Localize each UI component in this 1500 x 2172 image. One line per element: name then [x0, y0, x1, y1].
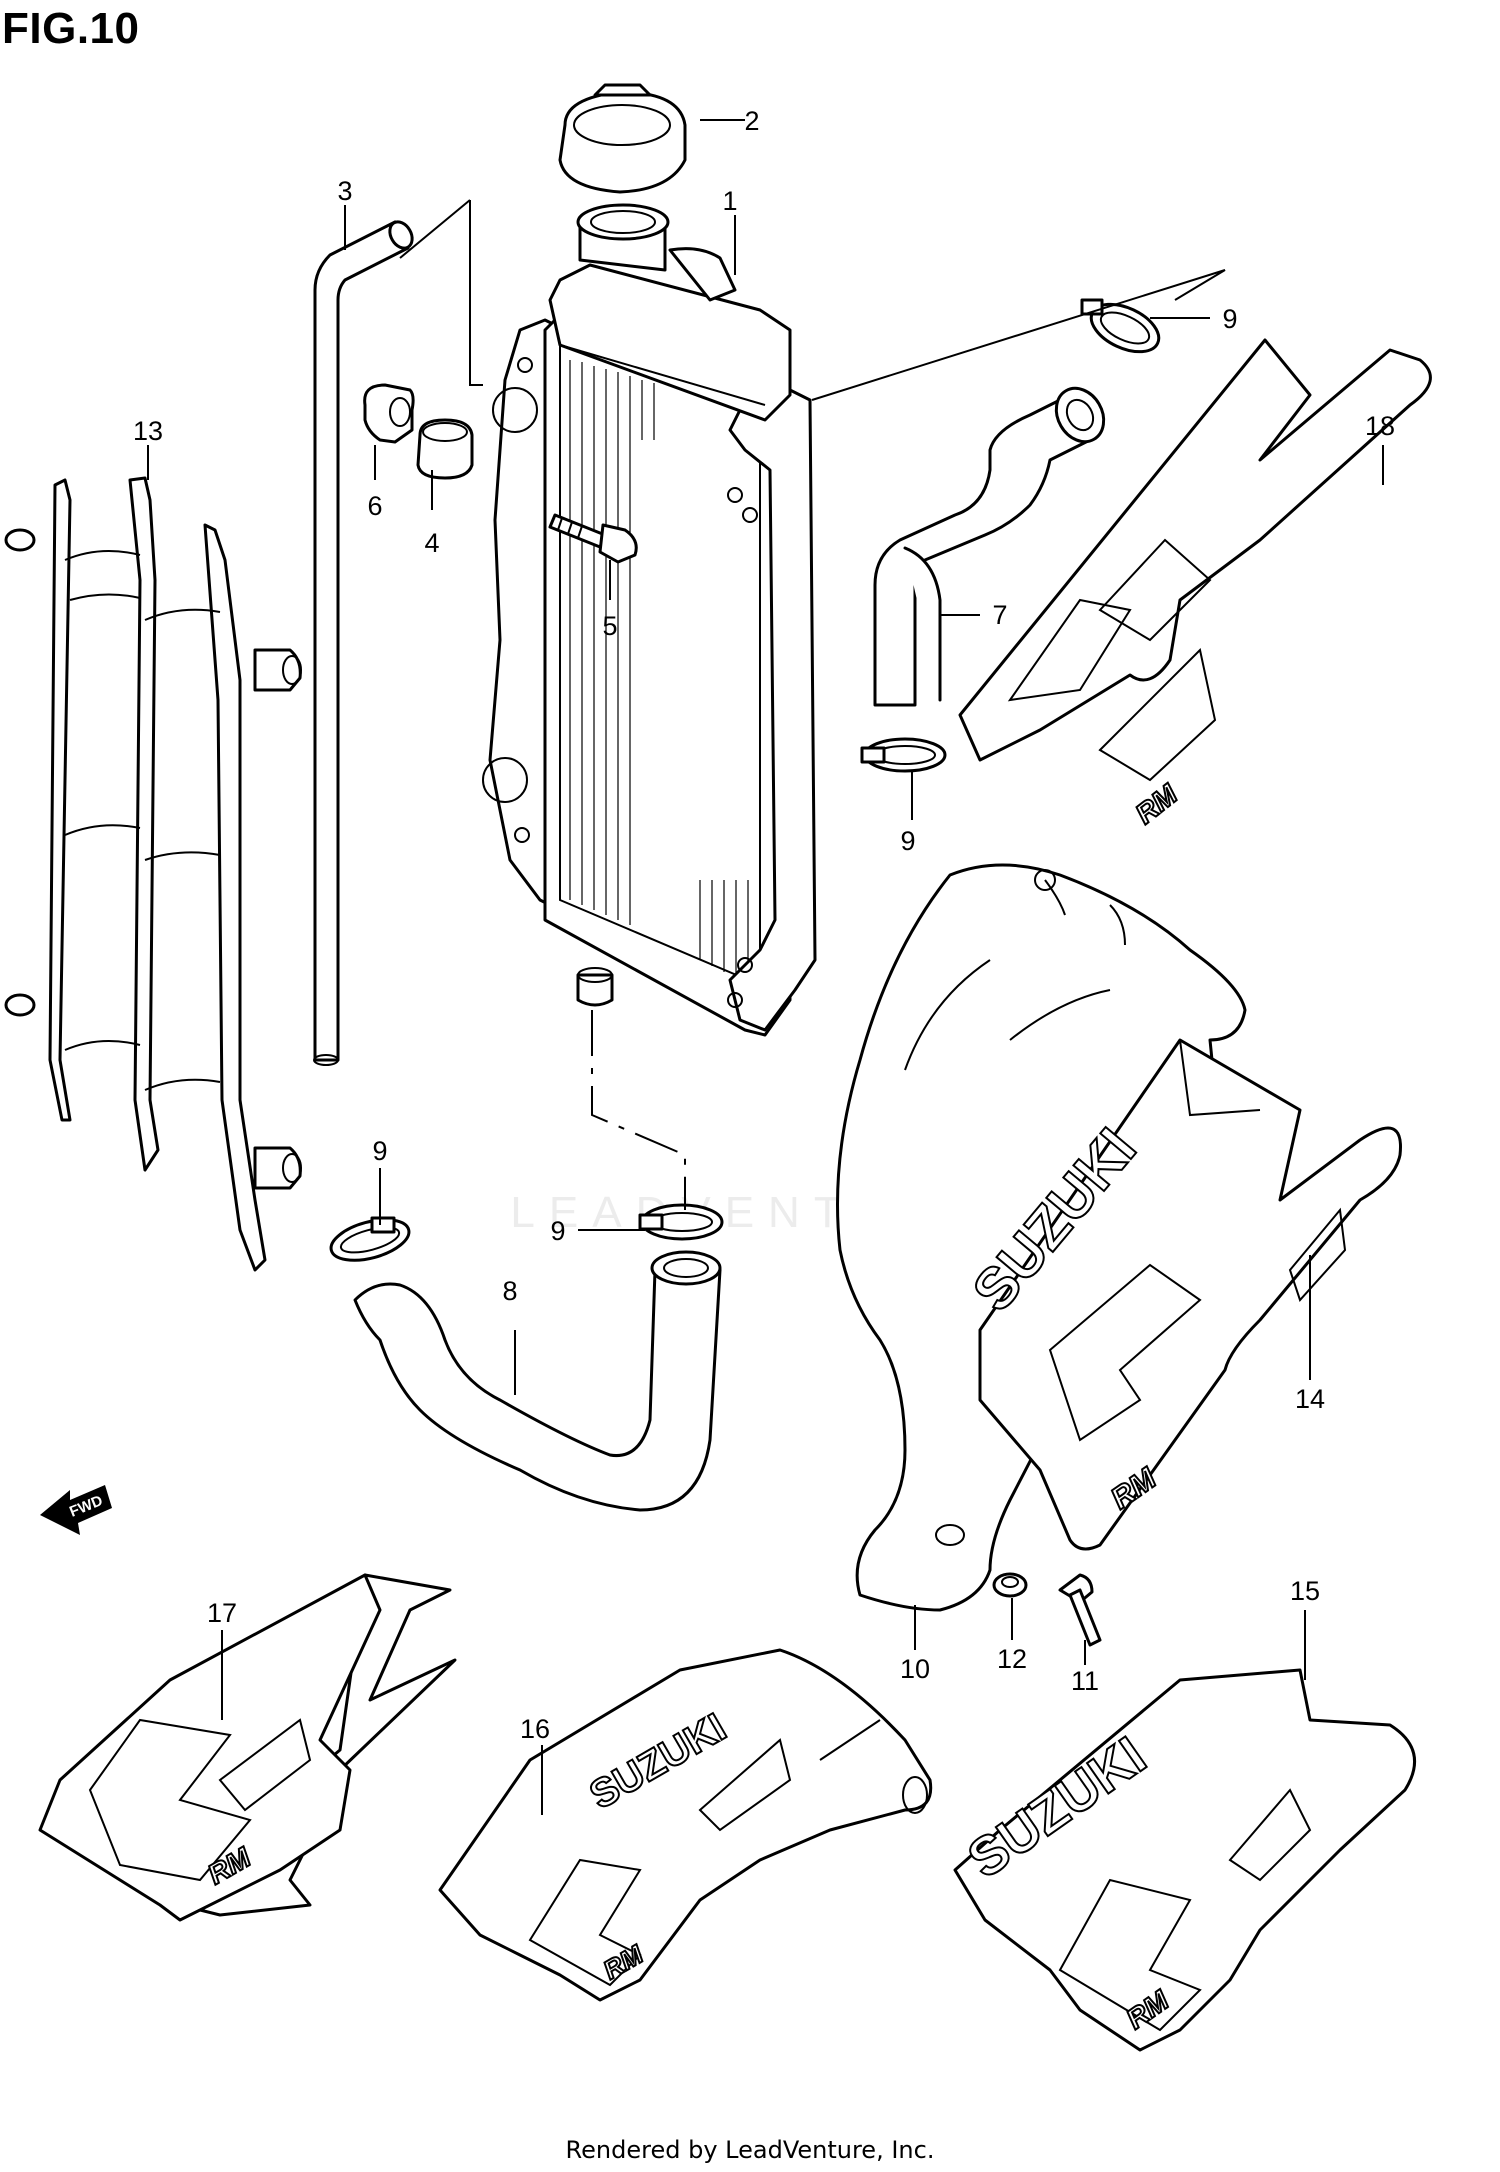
collar-part[interactable]: [363, 383, 415, 444]
callout-18: 18: [1365, 411, 1395, 441]
hose-clamp-lower-right[interactable]: [638, 1203, 724, 1241]
callout-1: 1: [722, 186, 737, 216]
shroud-decal-lower-center[interactable]: SUZUKI RM: [438, 1648, 933, 2002]
footer-credit: Rendered by LeadVenture, Inc.: [565, 2136, 935, 2164]
callout-numbers: 1 2 3 4 5 6 7 8 9 9 9 9 10 11 12 13 14 1…: [133, 106, 1395, 1744]
callout-9-upper: 9: [1222, 304, 1237, 334]
figure-title: FIG.10: [2, 4, 140, 53]
assembly-lines: [399, 199, 1226, 1210]
callout-2: 2: [744, 106, 759, 136]
radiator-fins: [569, 360, 749, 984]
overflow-tube-part[interactable]: [313, 218, 417, 1066]
callout-8: 8: [502, 1276, 517, 1306]
upper-decal-model-text: RM: [1130, 778, 1184, 830]
radiator-guard-part[interactable]: [4, 476, 302, 1272]
callout-15: 15: [1290, 1576, 1320, 1606]
hose-clamp-middle[interactable]: [860, 737, 947, 773]
leader-lines: [147, 119, 1384, 1815]
callout-6: 6: [367, 491, 382, 521]
callout-14: 14: [1295, 1384, 1325, 1414]
callout-11: 11: [1071, 1666, 1099, 1696]
shroud-decal-lower-right[interactable]: SUZUKI RM: [953, 1668, 1417, 2052]
callout-9-lower-left: 9: [372, 1136, 387, 1166]
radiator-part[interactable]: [482, 203, 817, 1037]
callout-10: 10: [900, 1654, 930, 1684]
callout-5: 5: [602, 611, 617, 641]
callout-12: 12: [997, 1644, 1027, 1674]
cover-bolt-part[interactable]: [1058, 1573, 1102, 1647]
callout-16: 16: [520, 1714, 550, 1744]
hose-clamp-lower-left[interactable]: [327, 1212, 414, 1267]
radiator-cover-part[interactable]: [836, 863, 1247, 1612]
callout-9-middle: 9: [900, 826, 915, 856]
callout-3: 3: [337, 176, 352, 206]
radiator-cap-part[interactable]: [558, 83, 687, 194]
upper-hose-part[interactable]: [873, 380, 1113, 707]
callout-17: 17: [207, 1598, 237, 1628]
bolt-part[interactable]: [548, 513, 638, 564]
cushion-part[interactable]: [416, 418, 474, 480]
forward-direction-arrow: FWD: [40, 1485, 112, 1535]
callout-4: 4: [424, 528, 439, 558]
shroud-decal-lower-left[interactable]: RM: [38, 1573, 457, 1922]
callout-7: 7: [992, 600, 1007, 630]
lower-hose-part[interactable]: [353, 1250, 722, 1512]
washer-part[interactable]: [992, 1572, 1028, 1598]
hose-clamp-upper[interactable]: [1080, 295, 1166, 362]
callout-9-lower-right: 9: [550, 1216, 565, 1246]
callout-13: 13: [133, 416, 163, 446]
